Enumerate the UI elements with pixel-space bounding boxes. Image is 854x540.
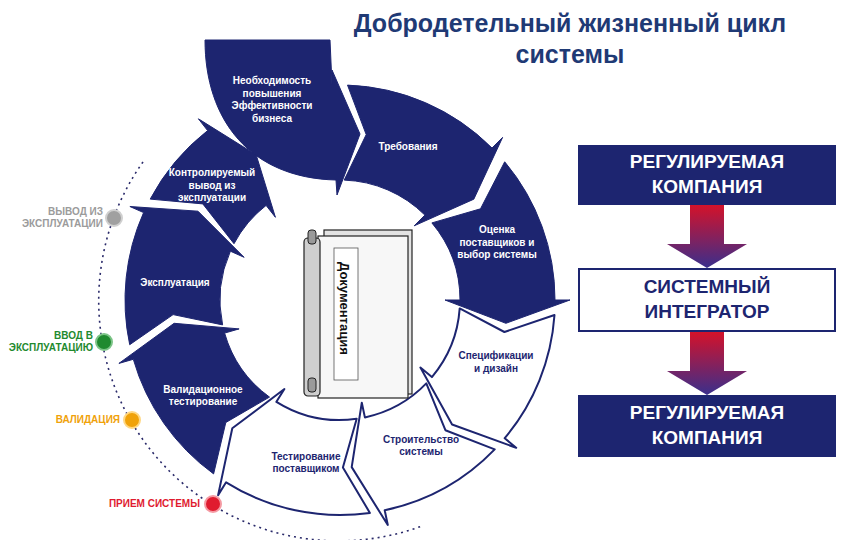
cycle-arrow-shape — [119, 323, 270, 474]
milestone-label: ВАЛИДАЦИЯ — [16, 414, 120, 426]
cycle-stage: Необходимость повышения Эффективности би… — [218, 58, 326, 142]
node-text: РЕГУЛИРУЕМАЯ КОМПАНИЯ — [586, 401, 828, 450]
binder-title: Документация — [337, 262, 352, 355]
node-text: Строительство системы — [378, 434, 464, 459]
party-box: СИСТЕМНЫЙ ИНТЕГРАТОР — [578, 268, 836, 332]
milestone-track — [99, 162, 422, 540]
cycle-stage: Валидационное тестирование — [158, 376, 248, 416]
node-text: Оценка поставщиков и выбор системы — [457, 224, 537, 262]
milestone-dot — [106, 210, 122, 226]
documentation-binder: Документация — [298, 228, 416, 400]
cycle-stage: Эксплуатация — [135, 272, 215, 294]
flow-arrow — [667, 205, 747, 268]
cycle-stage: Спецификации и дизайн — [456, 340, 536, 385]
node-text: РЕГУЛИРУЕМАЯ КОМПАНИЯ — [586, 150, 828, 199]
node-text: Требования — [378, 141, 437, 154]
milestone-label: ПРИЕМ СИСТЕМЫ — [56, 498, 200, 510]
binder-drawing — [298, 228, 416, 400]
cycle-arrow-shape — [344, 85, 502, 226]
node-text: Валидационное тестирование — [158, 384, 248, 409]
cycle-arrow-shape — [432, 162, 570, 323]
milestone-dot — [124, 412, 140, 428]
node-text: Тестирование поставщиком — [258, 451, 354, 476]
cycle-stage: Требования — [365, 136, 451, 158]
cycle-stage: Тестирование поставщиком — [258, 449, 354, 477]
node-text: СИСТЕМНЫЙ ИНТЕГРАТОР — [588, 275, 826, 324]
flow-connector — [667, 332, 747, 395]
cycle-arrow-shape — [352, 383, 495, 525]
milestone-dot — [96, 334, 112, 350]
node-text: Необходимость повышения Эффективности би… — [218, 75, 326, 125]
party-box: РЕГУЛИРУЕМАЯ КОМПАНИЯ — [578, 145, 836, 205]
node-text: Спецификации и дизайн — [456, 350, 536, 375]
party-box: РЕГУЛИРУЕМАЯ КОМПАНИЯ — [578, 395, 836, 457]
node-text: Контролируемый вывод из эксплуатации — [164, 167, 260, 205]
flow-arrow — [667, 332, 747, 395]
binder-label-plate — [334, 248, 358, 380]
flow-connector — [667, 205, 747, 268]
binder-ring — [308, 230, 316, 244]
binder-front-cover — [318, 236, 408, 398]
milestone-label: ВВОД В ЭКСПЛУАТАЦИЮ — [0, 330, 93, 354]
milestone-label: ВЫВОД ИЗ ЭКСПЛУАТАЦИИ — [3, 206, 103, 230]
node-text: Эксплуатация — [140, 277, 209, 290]
cycle-stage: Оценка поставщиков и выбор системы — [457, 218, 537, 268]
binder-spine — [304, 238, 320, 396]
milestone-dot — [205, 496, 221, 512]
binder-ring — [308, 378, 316, 392]
diagram-title: Добродетельный жизненный цикл системы — [335, 8, 805, 71]
cycle-stage: Строительство системы — [378, 431, 464, 461]
cycle-stage: Контролируемый вывод из эксплуатации — [164, 165, 260, 207]
